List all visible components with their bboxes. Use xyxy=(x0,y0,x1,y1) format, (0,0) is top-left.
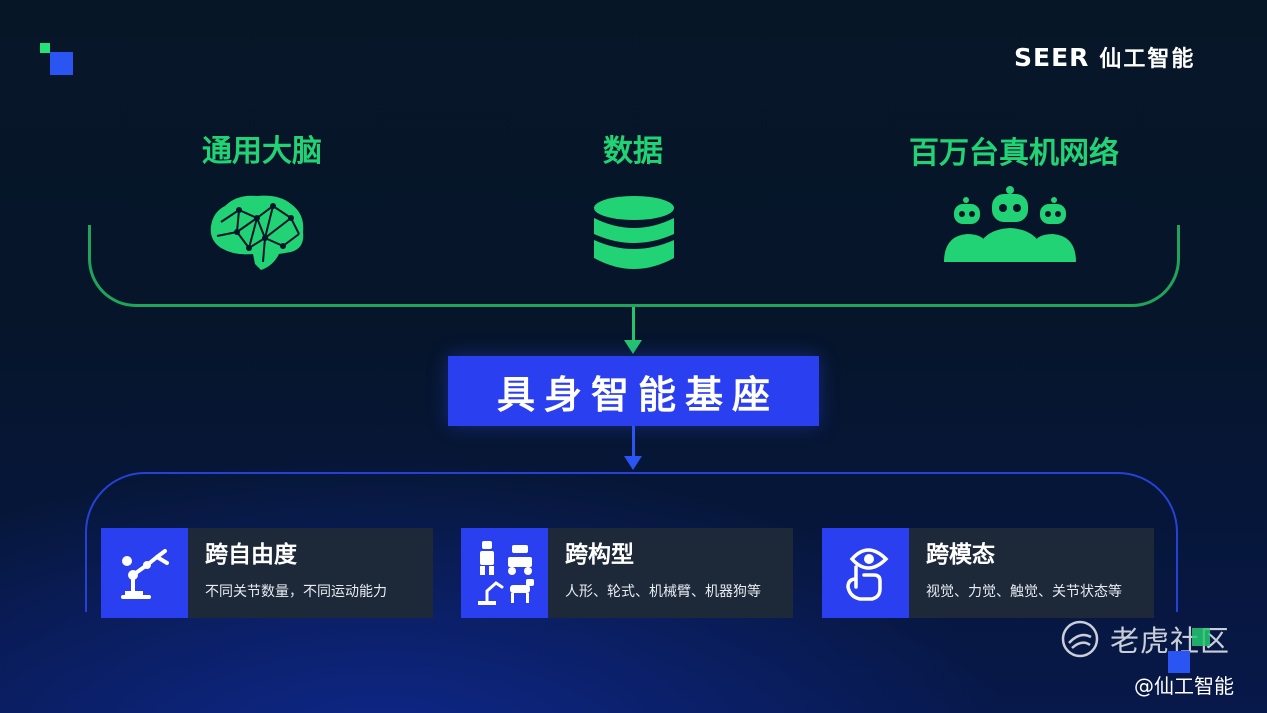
bottom-group-arc xyxy=(85,472,1178,612)
arrow-head-blue xyxy=(624,456,642,470)
database-icon xyxy=(592,194,676,276)
capability-card-form: 跨构型 人形、轮式、机械臂、机器狗等 xyxy=(461,528,793,618)
watermark-handle: @仙工智能 xyxy=(1134,674,1234,698)
eye-touch-icon xyxy=(822,528,909,618)
arrow-down-green xyxy=(632,307,635,343)
robot-arm-icon xyxy=(101,528,188,618)
corner-decoration-large xyxy=(50,52,73,75)
watermark-decoration-blue xyxy=(1168,651,1190,673)
node-title-data: 数据 xyxy=(603,134,663,169)
card-title: 跨构型 xyxy=(565,542,634,568)
robot-forms-icon xyxy=(461,528,548,618)
capability-card-modal: 跨模态 视觉、力觉、触觉、关节状态等 xyxy=(822,528,1154,618)
card-desc: 不同关节数量，不同运动能力 xyxy=(205,584,387,600)
arrow-down-blue xyxy=(632,426,635,458)
card-title: 跨模态 xyxy=(926,542,995,568)
watermark-decoration-green xyxy=(1192,628,1210,646)
node-title-network: 百万台真机网络 xyxy=(909,136,1119,171)
top-group-bracket xyxy=(88,225,1180,307)
card-title: 跨自由度 xyxy=(205,542,297,568)
brand-mark: SEER xyxy=(1014,42,1090,72)
brain-icon xyxy=(206,192,308,272)
corner-decoration-small xyxy=(40,43,50,53)
core-title: 具身智能基座 xyxy=(496,372,779,417)
card-desc: 视觉、力觉、触觉、关节状态等 xyxy=(926,584,1122,600)
brand-logo: SEER 仙工智能 xyxy=(1014,42,1196,73)
robots-network-icon xyxy=(942,186,1078,264)
capability-card-dof: 跨自由度 不同关节数量，不同运动能力 xyxy=(101,528,433,618)
brand-name: 仙工智能 xyxy=(1099,47,1196,72)
arrow-head-green xyxy=(624,340,642,354)
core-foundation-box: 具身智能基座 xyxy=(448,356,819,426)
node-title-brain: 通用大脑 xyxy=(202,134,322,169)
card-desc: 人形、轮式、机械臂、机器狗等 xyxy=(565,584,761,600)
tiger-community-icon xyxy=(1061,620,1099,658)
